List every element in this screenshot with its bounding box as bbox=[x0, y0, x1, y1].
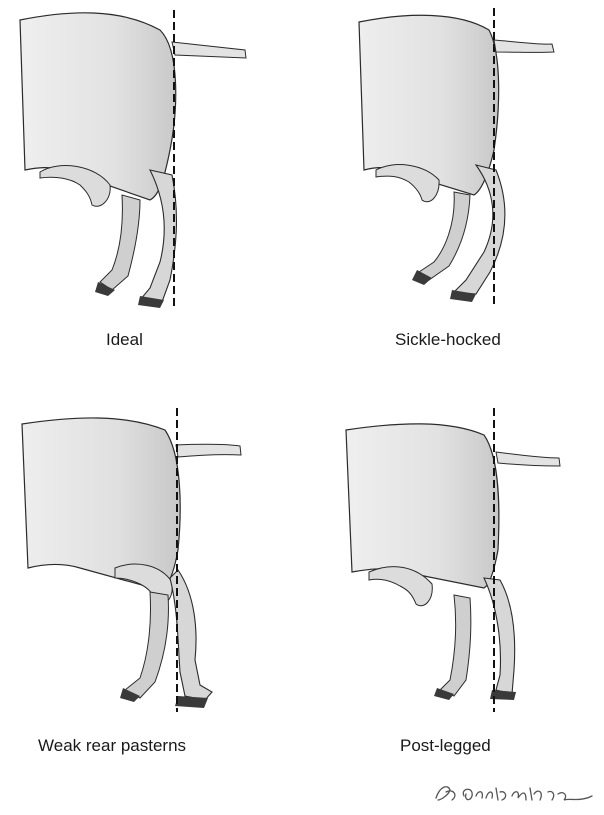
cow-rear-leg-weak-pasterns-illustration bbox=[0, 400, 300, 720]
cow-rear-leg-sickle-hocked-illustration bbox=[304, 0, 604, 320]
artist-signature bbox=[430, 778, 600, 813]
caption-ideal: Ideal bbox=[106, 330, 143, 350]
caption-weak-rear-pasterns: Weak rear pasterns bbox=[38, 736, 186, 756]
panel-post-legged bbox=[304, 400, 604, 720]
cow-rear-leg-post-legged-illustration bbox=[304, 400, 604, 720]
cow-rear-leg-ideal-illustration bbox=[0, 0, 300, 320]
caption-post-legged: Post-legged bbox=[400, 736, 491, 756]
panel-sickle-hocked bbox=[304, 0, 604, 320]
panel-weak-rear-pasterns bbox=[0, 400, 300, 720]
panel-ideal bbox=[0, 0, 300, 320]
caption-sickle-hocked: Sickle-hocked bbox=[395, 330, 501, 350]
